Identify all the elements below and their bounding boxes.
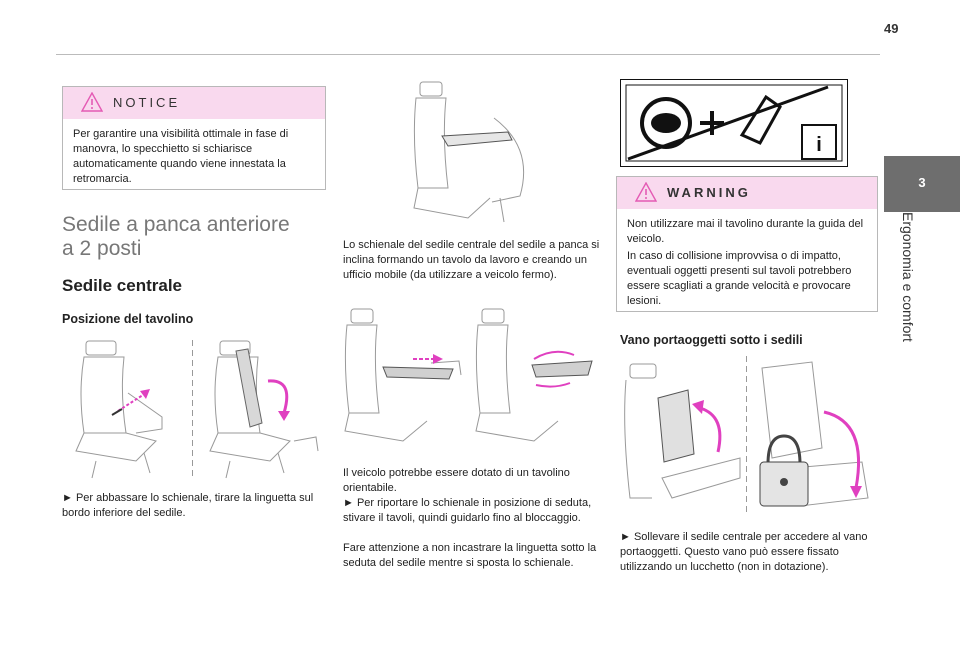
- lift-seat-illustration: [624, 363, 741, 499]
- chapter-label: Ergonomia e comfort: [900, 212, 916, 342]
- divider-dashed-2: [746, 356, 747, 516]
- warning-title: WARNING: [667, 185, 751, 200]
- middle-para-1: Lo schienale del sedile centrale del sed…: [343, 239, 600, 281]
- page-number: 49: [884, 21, 899, 36]
- notice-text: Per garantire una visibilità ottimale in…: [73, 128, 289, 185]
- warning-box: WARNING Non utilizzare mai il tavolino d…: [616, 176, 878, 312]
- chapter-number: 3: [918, 175, 926, 190]
- seat-tab-illustration: [75, 340, 163, 479]
- notice-header: NOTICE: [63, 87, 325, 119]
- middle-para-2-line3: Fare attenzione a non incastrare la ling…: [343, 542, 597, 569]
- chapter-label-container: Ergonomia e comfort: [890, 212, 918, 412]
- warning-header: WARNING: [617, 177, 877, 209]
- divider-dashed: [192, 340, 193, 480]
- notice-title: NOTICE: [113, 95, 181, 110]
- warning-text-1: Non utilizzare mai il tavolino durante l…: [627, 218, 864, 245]
- table-mode-illustration: [413, 81, 525, 223]
- chapter-tab: [884, 156, 960, 212]
- warning-triangle-icon: [81, 92, 103, 112]
- svg-text:i: i: [816, 134, 822, 156]
- section-title-line1: Sedile a panca anteriore: [62, 213, 290, 236]
- caption-fold-back: ► Per abbassare lo schienale, tirare la …: [62, 492, 314, 519]
- swivel-table-illustration-2: [475, 308, 593, 442]
- seat-fold-illustration: [209, 340, 319, 479]
- section-subtitle: Sedile centrale: [62, 276, 183, 295]
- section-heading: Posizione del tavolino: [62, 312, 194, 326]
- storage-heading: Vano portaoggetti sotto i sedili: [620, 333, 803, 347]
- middle-para-2-line2: ► Per riportare lo schienale in posizion…: [343, 497, 592, 524]
- section-title-line2: a 2 posti: [62, 237, 142, 260]
- swivel-table-illustration-1: [344, 308, 462, 442]
- storage-caption: ► Sollevare il sedile centrale per acced…: [620, 531, 868, 573]
- no-table-while-driving-pictogram: i: [620, 79, 848, 167]
- header-divider: [56, 54, 880, 55]
- warning-triangle-icon: [635, 182, 657, 202]
- middle-para-2-line1: Il veicolo potrebbe essere dotato di un …: [343, 467, 570, 494]
- padlock-illustration: [759, 361, 869, 507]
- notice-box: NOTICE Per garantire una visibilità otti…: [62, 86, 326, 190]
- warning-text-2: In caso di collisione improvvisa o di im…: [627, 250, 852, 307]
